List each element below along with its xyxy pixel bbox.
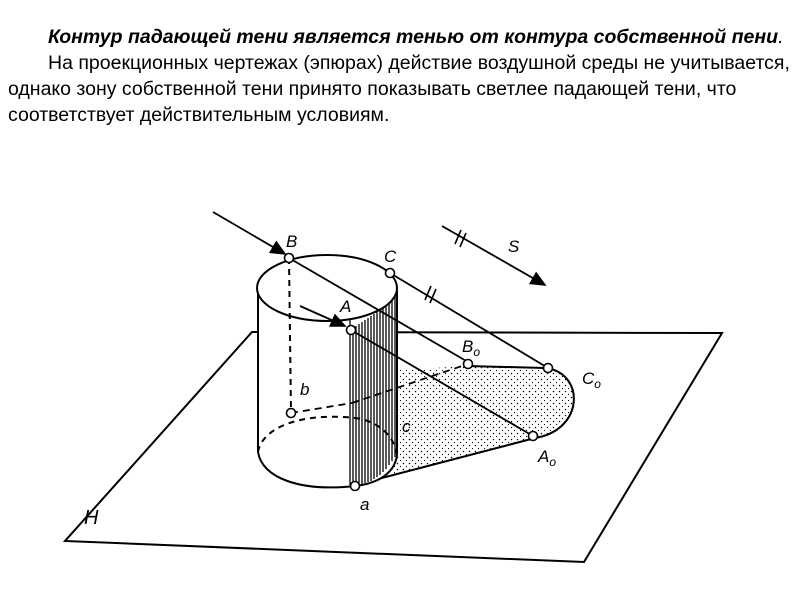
paragraph-1: Контур падающей тени является тенью от к…	[8, 24, 792, 50]
light-rays	[212, 211, 549, 437]
text-block: Контур падающей тени является тенью от к…	[8, 24, 792, 128]
label-c-top: C	[384, 247, 397, 266]
label-s: S	[508, 237, 520, 256]
label-a-bottom: a	[360, 495, 369, 514]
paragraph-1-bold: Контур падающей тени является тенью от к…	[48, 26, 779, 48]
cast-shadow	[355, 366, 574, 485]
paragraph-2: На проекционных чертежах (эпюрах) действ…	[8, 52, 790, 126]
label-a0: Ao	[537, 447, 556, 469]
label-a-top: A	[339, 297, 351, 316]
paragraph-1-end: .	[778, 26, 784, 48]
cylinder-outline	[256, 254, 398, 489]
label-c0: Co	[582, 369, 601, 391]
label-b-top: B	[286, 232, 297, 251]
label-h: H	[84, 507, 99, 529]
label-c-bottom: c	[402, 417, 411, 436]
parallel-marks	[424, 229, 467, 304]
points	[283, 252, 554, 492]
label-b-bottom: b	[300, 380, 309, 399]
label-b0: Bo	[462, 337, 480, 359]
self-shadow-hatching	[349, 290, 396, 486]
